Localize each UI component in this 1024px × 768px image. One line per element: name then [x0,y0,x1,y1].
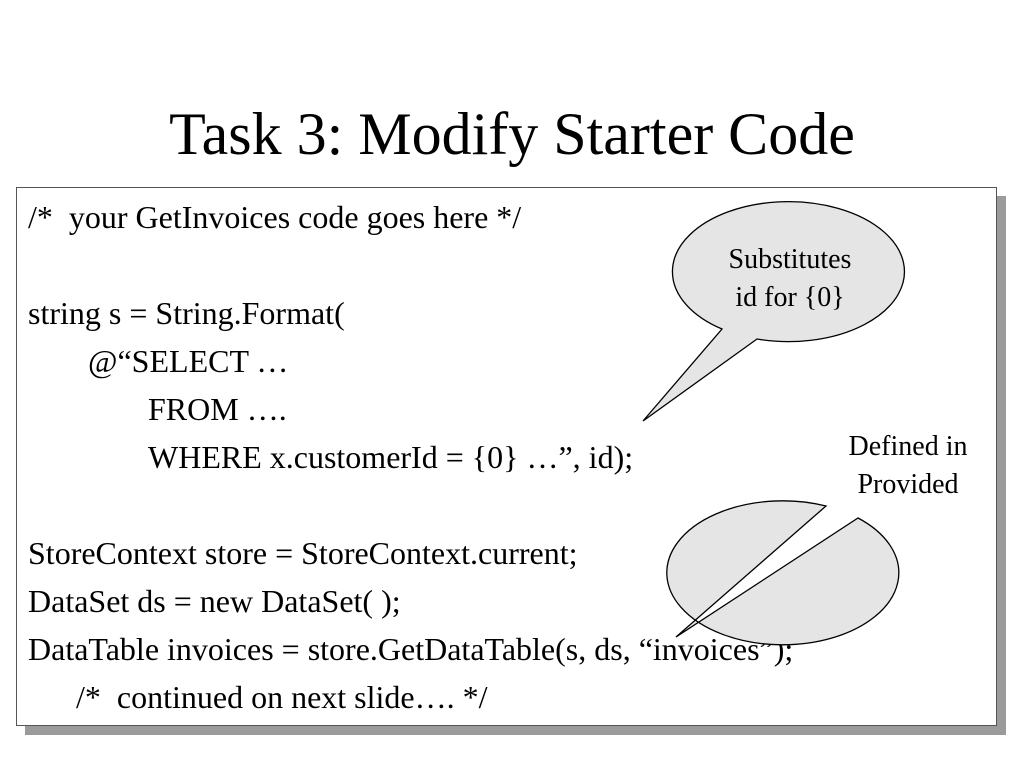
code-line-store-context: StoreContext store = StoreContext.curren… [28,535,578,571]
callout-substitutes-line2: id for {0} [735,282,845,313]
code-line-continued-comment: /* continued on next slide…. */ [76,679,488,715]
callout-defined-text: Defined in Provided [808,428,1008,504]
callout-defined-bubble [666,500,900,646]
code-line-where: WHERE x.customerId = {0} …”, id); [148,439,634,475]
code-line-dataset: DataSet ds = new DataSet( ); [28,583,401,619]
code-line-comment: /* your GetInvoices code goes here */ [28,199,522,235]
code-line-datatable: DataTable invoices = store.GetDataTable(… [28,631,794,667]
callout-substitutes-bubble [642,200,906,422]
callout-substitutes-line1: Substitutes [728,244,852,275]
callout-substitutes-text: Substitutes id for {0} [690,241,890,317]
code-line-string-format: string s = String.Format( [28,295,345,331]
code-line-select: @“SELECT … [88,343,289,379]
callout-defined-line2: Provided [857,469,959,500]
code-line-from: FROM …. [148,391,287,427]
callout-defined-line1: Defined in [848,431,968,462]
slide-title: Task 3: Modify Starter Code [169,101,855,167]
